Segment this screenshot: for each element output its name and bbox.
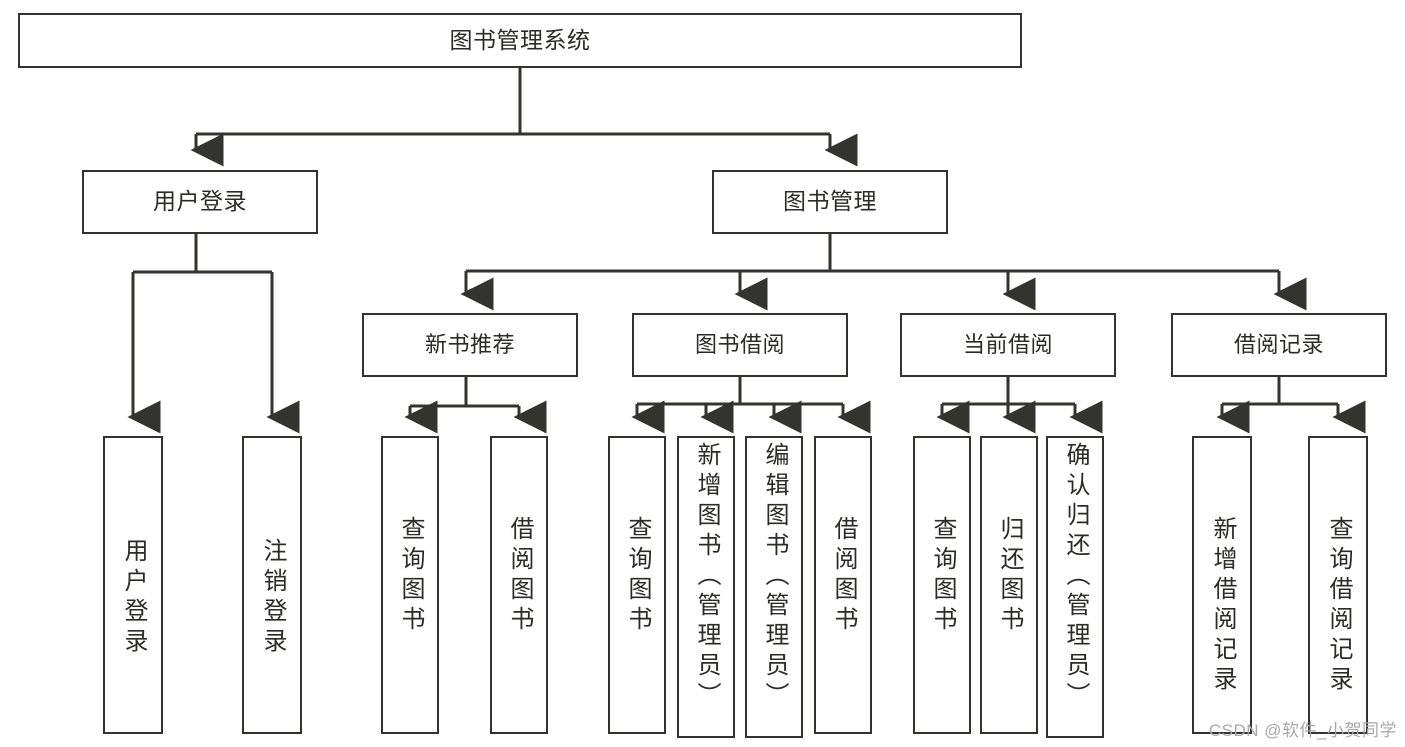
node-book-borrow-label: 图书借阅 — [694, 332, 785, 358]
node-leaf-query-book-2[interactable]: 查询图书 — [608, 436, 666, 734]
node-leaf-add-record[interactable]: 新增借阅记录 — [1192, 436, 1252, 734]
node-leaf-add-book[interactable]: 新增图书（管理员） — [677, 436, 735, 738]
node-leaf-query-record-label: 查询借阅记录 — [1325, 516, 1352, 696]
node-borrow-record[interactable]: 借阅记录 — [1171, 313, 1387, 377]
node-leaf-query-record[interactable]: 查询借阅记录 — [1308, 436, 1368, 734]
node-leaf-add-book-label: 新增图书（管理员） — [693, 442, 720, 712]
node-root-system[interactable]: 图书管理系统 — [18, 13, 1022, 68]
node-book-borrow[interactable]: 图书借阅 — [632, 313, 848, 377]
node-leaf-borrow-book-2[interactable]: 借阅图书 — [814, 436, 872, 734]
node-leaf-query-book-3-label: 查询图书 — [929, 516, 956, 636]
node-leaf-query-book-3[interactable]: 查询图书 — [913, 436, 971, 734]
node-leaf-query-book-2-label: 查询图书 — [624, 516, 651, 636]
node-current-borrow-label: 当前借阅 — [962, 332, 1053, 358]
node-leaf-return-book-label: 归还图书 — [996, 516, 1023, 636]
node-current-borrow[interactable]: 当前借阅 — [900, 313, 1116, 377]
node-leaf-user-login[interactable]: 用户登录 — [103, 436, 163, 734]
node-leaf-query-book-1[interactable]: 查询图书 — [381, 436, 439, 734]
node-leaf-confirm-return-label: 确认归还（管理员） — [1062, 442, 1089, 712]
node-leaf-add-record-label: 新增借阅记录 — [1209, 516, 1236, 696]
node-leaf-borrow-book-1[interactable]: 借阅图书 — [490, 436, 548, 734]
node-book-management[interactable]: 图书管理 — [712, 170, 948, 234]
node-book-management-label: 图书管理 — [783, 188, 877, 215]
node-leaf-return-book[interactable]: 归还图书 — [980, 436, 1038, 734]
node-leaf-edit-book[interactable]: 编辑图书（管理员） — [745, 436, 803, 738]
node-leaf-confirm-return[interactable]: 确认归还（管理员） — [1046, 436, 1104, 738]
node-leaf-edit-book-label: 编辑图书（管理员） — [761, 442, 788, 712]
node-leaf-logout[interactable]: 注销登录 — [242, 436, 302, 734]
node-new-book-recommend-label: 新书推荐 — [424, 332, 515, 358]
node-user-login[interactable]: 用户登录 — [82, 170, 318, 234]
node-leaf-borrow-book-1-label: 借阅图书 — [506, 516, 533, 636]
watermark-text: CSDN @软件_小贺同学 — [1208, 721, 1397, 740]
node-root-system-label: 图书管理系统 — [449, 26, 591, 53]
node-leaf-logout-label: 注销登录 — [259, 538, 286, 658]
node-user-login-label: 用户登录 — [153, 188, 247, 215]
node-leaf-query-book-1-label: 查询图书 — [397, 516, 424, 636]
node-borrow-record-label: 借阅记录 — [1233, 332, 1324, 358]
node-leaf-user-login-label: 用户登录 — [120, 538, 147, 658]
node-new-book-recommend[interactable]: 新书推荐 — [362, 313, 578, 377]
node-leaf-borrow-book-2-label: 借阅图书 — [830, 516, 857, 636]
